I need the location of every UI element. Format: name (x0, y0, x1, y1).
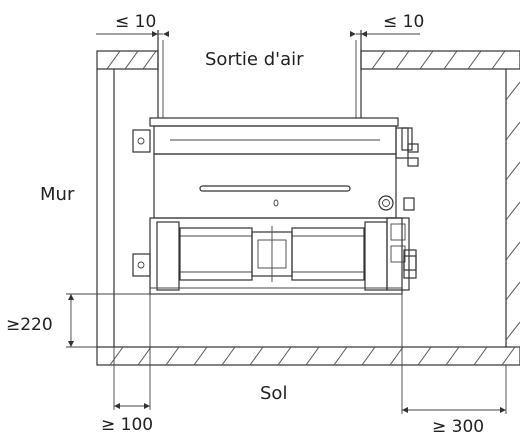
left-gap-label: ≤ 10 (115, 12, 156, 32)
wall-label: Mur (40, 184, 75, 205)
air-outlet-duct (157, 30, 362, 118)
left-clearance-label: ≥ 100 (101, 415, 153, 435)
right-wall (505, 69, 520, 347)
floor-label: Sol (260, 383, 287, 404)
dim-left-clearance (113, 294, 151, 410)
left-wall (96, 69, 115, 347)
bottom-height-label: ≥220 (6, 315, 53, 335)
floor-slab (96, 346, 520, 366)
dim-bottom-height (66, 293, 402, 348)
right-gap-label: ≤ 10 (383, 12, 424, 32)
dim-right-gap (350, 31, 420, 37)
dim-left-gap (96, 31, 169, 37)
indoor-unit (132, 117, 419, 295)
air-outlet-label: Sortie d'air (205, 49, 304, 70)
ceiling-slab-left (96, 50, 159, 70)
right-clearance-label: ≥ 300 (432, 417, 484, 437)
dim-right-clearance (401, 294, 507, 414)
ceiling-slab-right (360, 50, 520, 70)
